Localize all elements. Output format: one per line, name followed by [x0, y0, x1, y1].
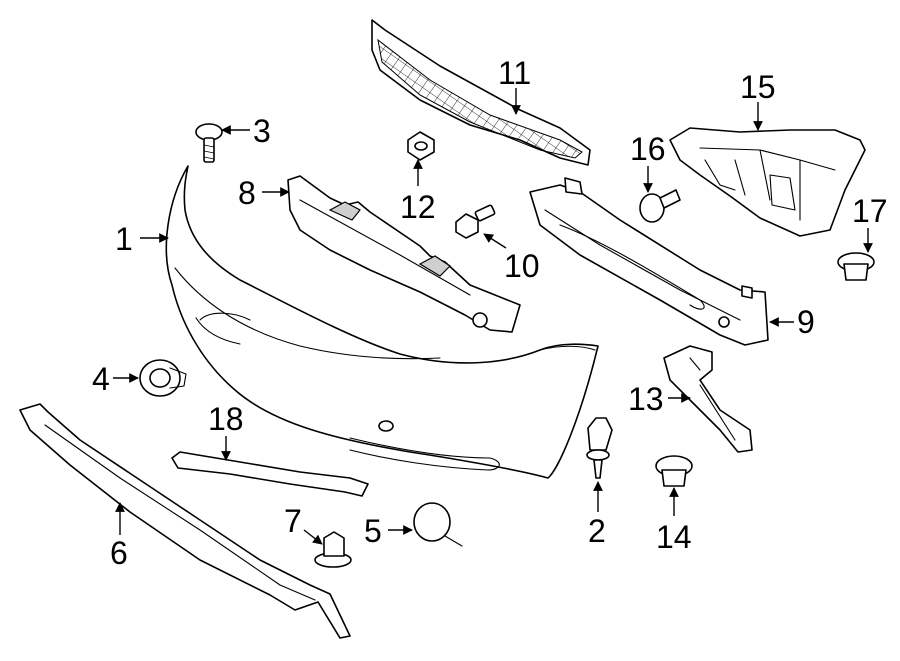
callout-2: 2 [588, 481, 606, 549]
trim-strip-part [171, 451, 369, 497]
callout-16: 16 [630, 131, 666, 193]
side-bracket-part [669, 127, 866, 237]
rivet-2-part [586, 417, 613, 479]
callout-label: 3 [253, 113, 271, 149]
pin-16-part [639, 189, 681, 223]
callout-4: 4 [92, 361, 139, 397]
callout-label: 7 [284, 503, 302, 539]
callout-label: 13 [628, 381, 664, 417]
bumper-cover-part [165, 165, 599, 479]
callout-3: 3 [221, 113, 271, 149]
callout-17: 17 [852, 193, 888, 253]
callout-label: 18 [208, 401, 244, 437]
upper-bracket-part [287, 175, 521, 333]
callout-9: 9 [769, 304, 815, 340]
callout-14: 14 [656, 487, 692, 555]
reinforcement-bar-part [529, 177, 769, 346]
callout-label: 5 [364, 513, 382, 549]
callout-label: 17 [852, 193, 888, 229]
callout-label: 14 [656, 519, 692, 555]
callout-label: 11 [498, 55, 531, 91]
callout-label: 8 [238, 175, 256, 211]
side-support-part [663, 345, 753, 453]
callout-11: 11 [498, 55, 531, 115]
callout-8: 8 [238, 175, 290, 211]
callout-label: 1 [115, 221, 133, 257]
clip-4-part [139, 359, 187, 397]
callout-10: 10 [483, 233, 540, 284]
bolt-10-part [455, 204, 496, 239]
nut-17-part [837, 252, 875, 281]
mesh-absorber-part [371, 19, 591, 166]
callout-13: 13 [628, 381, 691, 417]
callout-label: 10 [504, 248, 540, 284]
callout-label: 12 [400, 189, 436, 225]
callout-label: 6 [110, 535, 128, 571]
callout-label: 2 [588, 513, 606, 549]
callout-label: 16 [630, 131, 666, 167]
callout-label: 15 [740, 69, 776, 105]
callout-7: 7 [284, 503, 323, 545]
nut-14-part [655, 455, 693, 487]
callout-label: 9 [797, 304, 815, 340]
callout-label: 4 [92, 361, 110, 397]
callout-15: 15 [740, 69, 776, 131]
callout-6: 6 [110, 502, 128, 571]
bolt-12-part [407, 131, 435, 161]
callout-12: 12 [400, 159, 436, 225]
callout-1: 1 [115, 221, 169, 257]
screw-3-part [195, 123, 223, 163]
lower-deflector-part [19, 403, 351, 639]
cap-5-part [413, 502, 463, 547]
callout-18: 18 [208, 401, 244, 461]
nut-7-part [314, 531, 352, 568]
callout-5: 5 [364, 513, 413, 549]
